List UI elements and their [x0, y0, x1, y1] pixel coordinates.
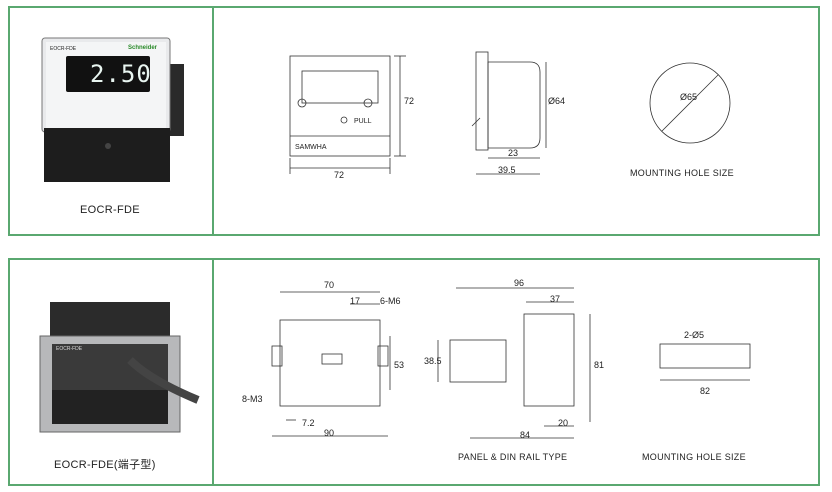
- front-dim-drawing: [289, 51, 731, 175]
- dim-90: 90: [324, 428, 335, 438]
- dim-81: 81: [594, 360, 605, 370]
- device-model-label: EOCR-FDE: [50, 46, 77, 52]
- panel-divider: [212, 8, 214, 234]
- dim-front-width: 72: [334, 170, 345, 180]
- brand-label: Schneider: [128, 45, 158, 51]
- display-value: 2.50: [90, 60, 152, 88]
- dim-hole-dia: Ø65: [680, 92, 698, 102]
- hole-caption: MOUNTING HOLE SIZE: [630, 168, 734, 178]
- dim-side-depth-b: 39.5: [498, 165, 516, 175]
- dim-84: 84: [520, 430, 531, 440]
- panel-divider: [212, 260, 214, 484]
- dim-70: 70: [324, 280, 335, 290]
- dim-7-2: 7.2: [302, 418, 315, 428]
- product-name: EOCR-FDE(端子型): [54, 459, 156, 471]
- product-panel-bottom: EOCR-FDE EOCR-FDE(端子型) 70 1: [8, 258, 820, 486]
- dim-side-depth-a: 23: [508, 148, 519, 158]
- front-brand: SAMWHA: [295, 144, 327, 151]
- dim-front-height: 72: [404, 96, 415, 106]
- rail-caption: PANEL & DIN RAIL TYPE: [458, 452, 568, 462]
- dim-2-d5: 2-Ø5: [684, 330, 705, 340]
- device-photo-eocr-fde: EOCR-FDE Schneider 2.50: [40, 36, 190, 184]
- dim-side-dia: Ø64: [548, 96, 566, 106]
- dim-53: 53: [394, 360, 405, 370]
- product-panel-top: EOCR-FDE Schneider 2.50 EOCR-FDE: [8, 6, 820, 236]
- dim-37: 37: [550, 294, 561, 304]
- front-dim-drawing: [271, 287, 751, 439]
- dim-96: 96: [514, 278, 525, 288]
- dim-38-5: 38.5: [424, 356, 442, 366]
- dim-6m6: 6-M6: [380, 296, 401, 306]
- device-model-label: EOCR-FDE: [56, 346, 83, 352]
- hole-caption: MOUNTING HOLE SIZE: [642, 452, 746, 462]
- product-name: EOCR-FDE: [80, 204, 140, 216]
- dim-17: 17: [350, 296, 361, 306]
- dim-82: 82: [700, 386, 711, 396]
- dim-20: 20: [558, 418, 569, 428]
- dim-8m3: 8-M3: [242, 394, 263, 404]
- pull-label: PULL: [354, 118, 372, 125]
- device-photo-eocr-fde-terminal: EOCR-FDE: [30, 300, 200, 440]
